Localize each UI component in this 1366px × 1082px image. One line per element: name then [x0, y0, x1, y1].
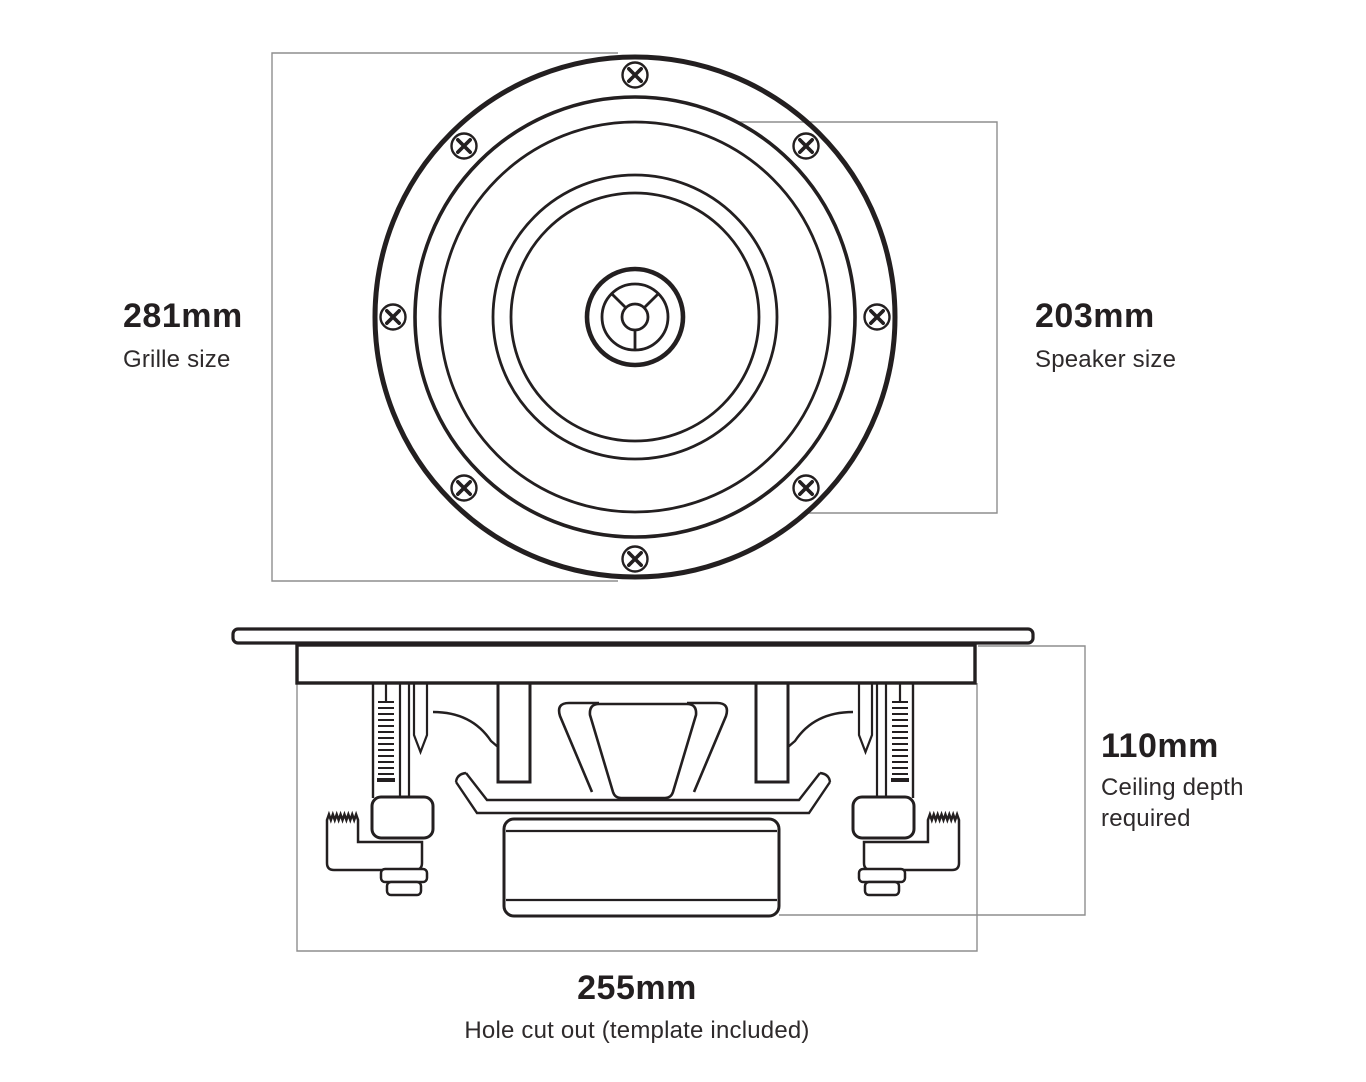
- grille-ring: [413, 95, 857, 539]
- screw-icon: [449, 131, 479, 161]
- speaker-label: Speaker size: [1035, 346, 1177, 373]
- hole-cutout-dimension: 255mm Hole cut out (template included): [297, 971, 977, 1046]
- ceiling-depth-value: 110mm: [1101, 727, 1219, 765]
- hole-cutout-value: 255mm: [577, 969, 697, 1007]
- ceiling-depth-label: Ceiling depth required: [1101, 774, 1244, 832]
- depth-dim-box: [779, 645, 1086, 916]
- speaker-body: [295, 643, 977, 685]
- cutout-dim-box: [296, 683, 978, 952]
- speaker-value: 203mm: [1035, 297, 1155, 335]
- magnet-assembly: [502, 817, 781, 918]
- screw-icon: [449, 473, 479, 503]
- grille-dim-box: [271, 52, 618, 582]
- speaker-frame: [438, 120, 832, 514]
- speaker-dim-box: [737, 121, 998, 514]
- cone-outer: [491, 173, 779, 461]
- screw-icon: [791, 131, 821, 161]
- grille-value: 281mm: [123, 297, 243, 335]
- dimension-boxes: [271, 52, 1086, 952]
- screw-icon: [620, 544, 650, 574]
- speaker-dimension: 203mm Speaker size: [1035, 299, 1176, 375]
- speaker-cone: [557, 701, 729, 800]
- grille-rim: [372, 54, 898, 580]
- dog-ear-clamp-right: [754, 682, 961, 897]
- screw-icon: [620, 60, 650, 90]
- speaker-side-view: [231, 627, 1035, 918]
- grille-screws: [378, 60, 892, 574]
- screw-icon: [862, 302, 892, 332]
- ceiling-depth-dimension: 110mm Ceiling depth required: [1101, 729, 1261, 834]
- dog-ear-clamp-left: [325, 682, 532, 897]
- screw-icon: [378, 302, 408, 332]
- grille-dimension: 281mm Grille size: [123, 299, 243, 375]
- hole-cutout-label: Hole cut out (template included): [464, 1017, 810, 1044]
- center-hub: [584, 266, 686, 368]
- grille-label: Grille size: [123, 346, 231, 373]
- ceiling-flange: [231, 627, 1035, 645]
- speaker-top-view: [372, 54, 898, 580]
- basket-pan: [454, 771, 832, 815]
- hub-spokes: [610, 292, 660, 350]
- cone-inner: [509, 191, 761, 443]
- screw-icon: [791, 473, 821, 503]
